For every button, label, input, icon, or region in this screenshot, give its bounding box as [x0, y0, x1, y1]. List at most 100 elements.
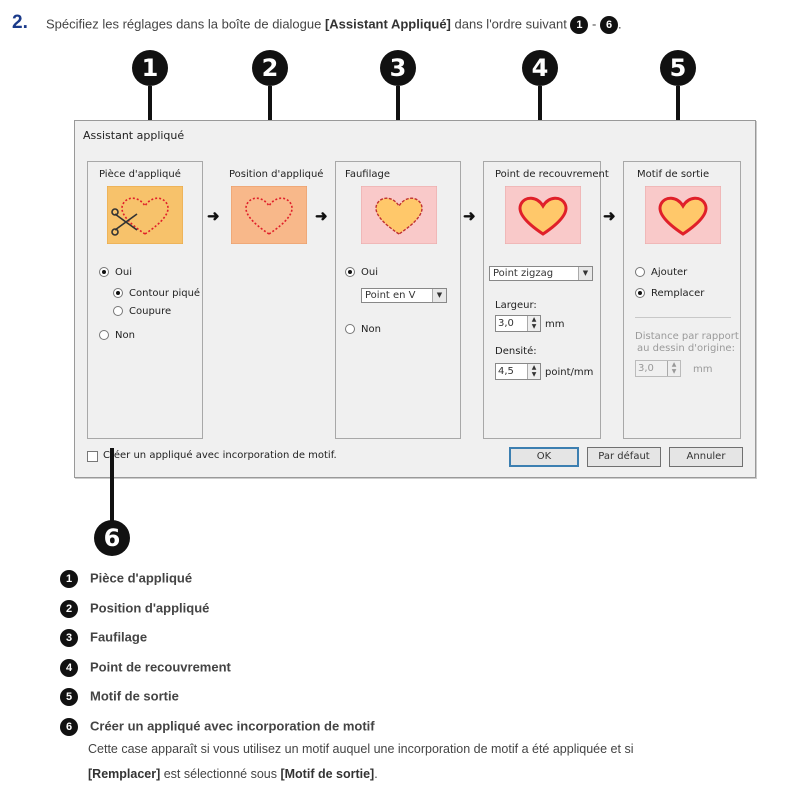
legend-label: Point de recouvrement [90, 659, 231, 675]
densite-unit: point/mm [545, 367, 594, 378]
description-end: . [374, 767, 378, 781]
step-number: 2. [12, 12, 28, 33]
legend-label: Pièce d'appliqué [90, 570, 193, 586]
callout-5: 5 [660, 50, 696, 86]
piece-contour-label: Contour piqué [129, 288, 201, 299]
group-piece-applique [87, 161, 203, 439]
piece-contour-radio[interactable]: Contour piqué [113, 288, 200, 299]
description-line-1: Cette case apparaît si vous utilisez un … [88, 742, 634, 756]
group-recouvrement-label: Point de recouvrement [495, 169, 609, 180]
piece-applique-preview [107, 186, 183, 244]
incorporation-checkbox[interactable] [87, 451, 98, 462]
piece-oui-label: Oui [115, 267, 132, 278]
motif-remplacer-radio[interactable]: Remplacer [635, 288, 704, 299]
radio-empty-icon [113, 306, 123, 316]
description-line-2: [Remplacer] est sélectionné sous [Motif … [88, 767, 378, 781]
arrow-right-icon: ➜ [207, 208, 220, 225]
distance-label-line1: Distance par rapport [635, 331, 739, 342]
densite-label: Densité: [495, 346, 537, 357]
legend-badge: 4 [60, 659, 78, 677]
group-position-label: Position d'appliqué [229, 169, 324, 180]
piece-coupure-label: Coupure [129, 306, 172, 317]
densite-value: 4,5 [498, 366, 514, 377]
legend-item-4: 4 Point de recouvrement [60, 659, 231, 677]
spin-arrows-icon: ▲▼ [667, 361, 680, 376]
step-text-before: Spécifiez les réglages dans la boîte de … [46, 16, 325, 32]
recouvrement-preview [505, 186, 581, 244]
piece-non-radio[interactable]: Non [99, 330, 135, 341]
cancel-button[interactable]: Annuler [669, 447, 743, 467]
callout-6: 6 [94, 520, 130, 556]
motif-ajouter-label: Ajouter [651, 267, 688, 278]
faufilage-non-radio[interactable]: Non [345, 324, 381, 335]
largeur-spinner[interactable]: 3,0 ▲▼ [495, 315, 541, 332]
largeur-label: Largeur: [495, 300, 537, 311]
step-end: . [618, 16, 622, 32]
dialog-reference: [Assistant Appliqué] [324, 16, 451, 32]
legend-label: Faufilage [90, 629, 148, 645]
radio-selected-icon [635, 288, 645, 298]
motif-sortie-preview [645, 186, 721, 244]
motif-ajouter-radio[interactable]: Ajouter [635, 267, 687, 278]
spin-arrows-icon[interactable]: ▲▼ [527, 364, 540, 379]
default-button[interactable]: Par défaut [587, 447, 661, 467]
legend-badge: 3 [60, 629, 78, 647]
spin-arrows-icon[interactable]: ▲▼ [527, 316, 540, 331]
chevron-down-icon: ▼ [432, 289, 446, 302]
faufilage-type-value: Point en V [365, 290, 416, 301]
legend-item-6: 6 Créer un appliqué avec incorporation de… [60, 718, 375, 736]
callout-4: 4 [522, 50, 558, 86]
largeur-unit: mm [545, 319, 565, 330]
callout-3: 3 [380, 50, 416, 86]
legend-label: Créer un appliqué avec incorporation de … [90, 718, 375, 734]
radio-selected-icon [113, 288, 123, 298]
description-mid: est sélectionné sous [160, 767, 281, 781]
distance-label-line2: au dessin d'origine: [637, 343, 735, 354]
motif-remplacer-label: Remplacer [651, 288, 705, 299]
badge-to: 6 [600, 16, 618, 34]
callout-line-6 [110, 448, 114, 522]
ok-button[interactable]: OK [509, 447, 579, 467]
densite-spinner[interactable]: 4,5 ▲▼ [495, 363, 541, 380]
distance-spinner: 3,0 ▲▼ [635, 360, 681, 377]
distance-unit: mm [693, 364, 713, 375]
legend-item-1: 1 Pièce d'appliqué [60, 570, 192, 588]
distance-value: 3,0 [638, 363, 654, 374]
group-recouvrement [483, 161, 601, 439]
piece-non-label: Non [115, 330, 135, 341]
legend-badge: 1 [60, 570, 78, 588]
faufilage-type-select[interactable]: Point en V ▼ [361, 288, 447, 303]
arrow-right-icon: ➜ [603, 208, 616, 225]
faufilage-oui-radio[interactable]: Oui [345, 267, 378, 278]
incorporation-checkbox-label[interactable]: Créer un appliqué avec incorporation de … [103, 450, 337, 461]
piece-coupure-radio[interactable]: Coupure [113, 306, 171, 317]
callout-2: 2 [252, 50, 288, 86]
motif-divider [635, 317, 731, 318]
step-instruction: Spécifiez les réglages dans la boîte de … [46, 16, 622, 34]
group-motif-label: Motif de sortie [637, 169, 710, 180]
badge-from: 1 [570, 16, 589, 34]
legend-item-3: 3 Faufilage [60, 629, 147, 647]
dialog-title: Assistant appliqué [83, 129, 185, 142]
recouvrement-type-value: Point zigzag [493, 268, 554, 279]
radio-selected-icon [99, 267, 109, 277]
radio-empty-icon [345, 324, 355, 334]
radio-selected-icon [345, 267, 355, 277]
faufilage-oui-label: Oui [361, 267, 378, 278]
legend-badge: 5 [60, 688, 78, 706]
chevron-down-icon: ▼ [578, 267, 592, 280]
step-dash: - [588, 16, 600, 32]
legend-label: Motif de sortie [90, 688, 179, 704]
callout-1: 1 [132, 50, 168, 86]
legend-badge: 6 [60, 718, 78, 736]
largeur-value: 3,0 [498, 318, 514, 329]
radio-empty-icon [635, 267, 645, 277]
piece-oui-radio[interactable]: Oui [99, 267, 132, 278]
position-applique-preview [231, 186, 307, 244]
assistant-applique-dialog: Assistant appliqué Pièce d'appliqué Oui … [74, 120, 756, 478]
radio-empty-icon [99, 330, 109, 340]
recouvrement-type-select[interactable]: Point zigzag ▼ [489, 266, 593, 281]
faufilage-preview [361, 186, 437, 244]
arrow-right-icon: ➜ [315, 208, 328, 225]
